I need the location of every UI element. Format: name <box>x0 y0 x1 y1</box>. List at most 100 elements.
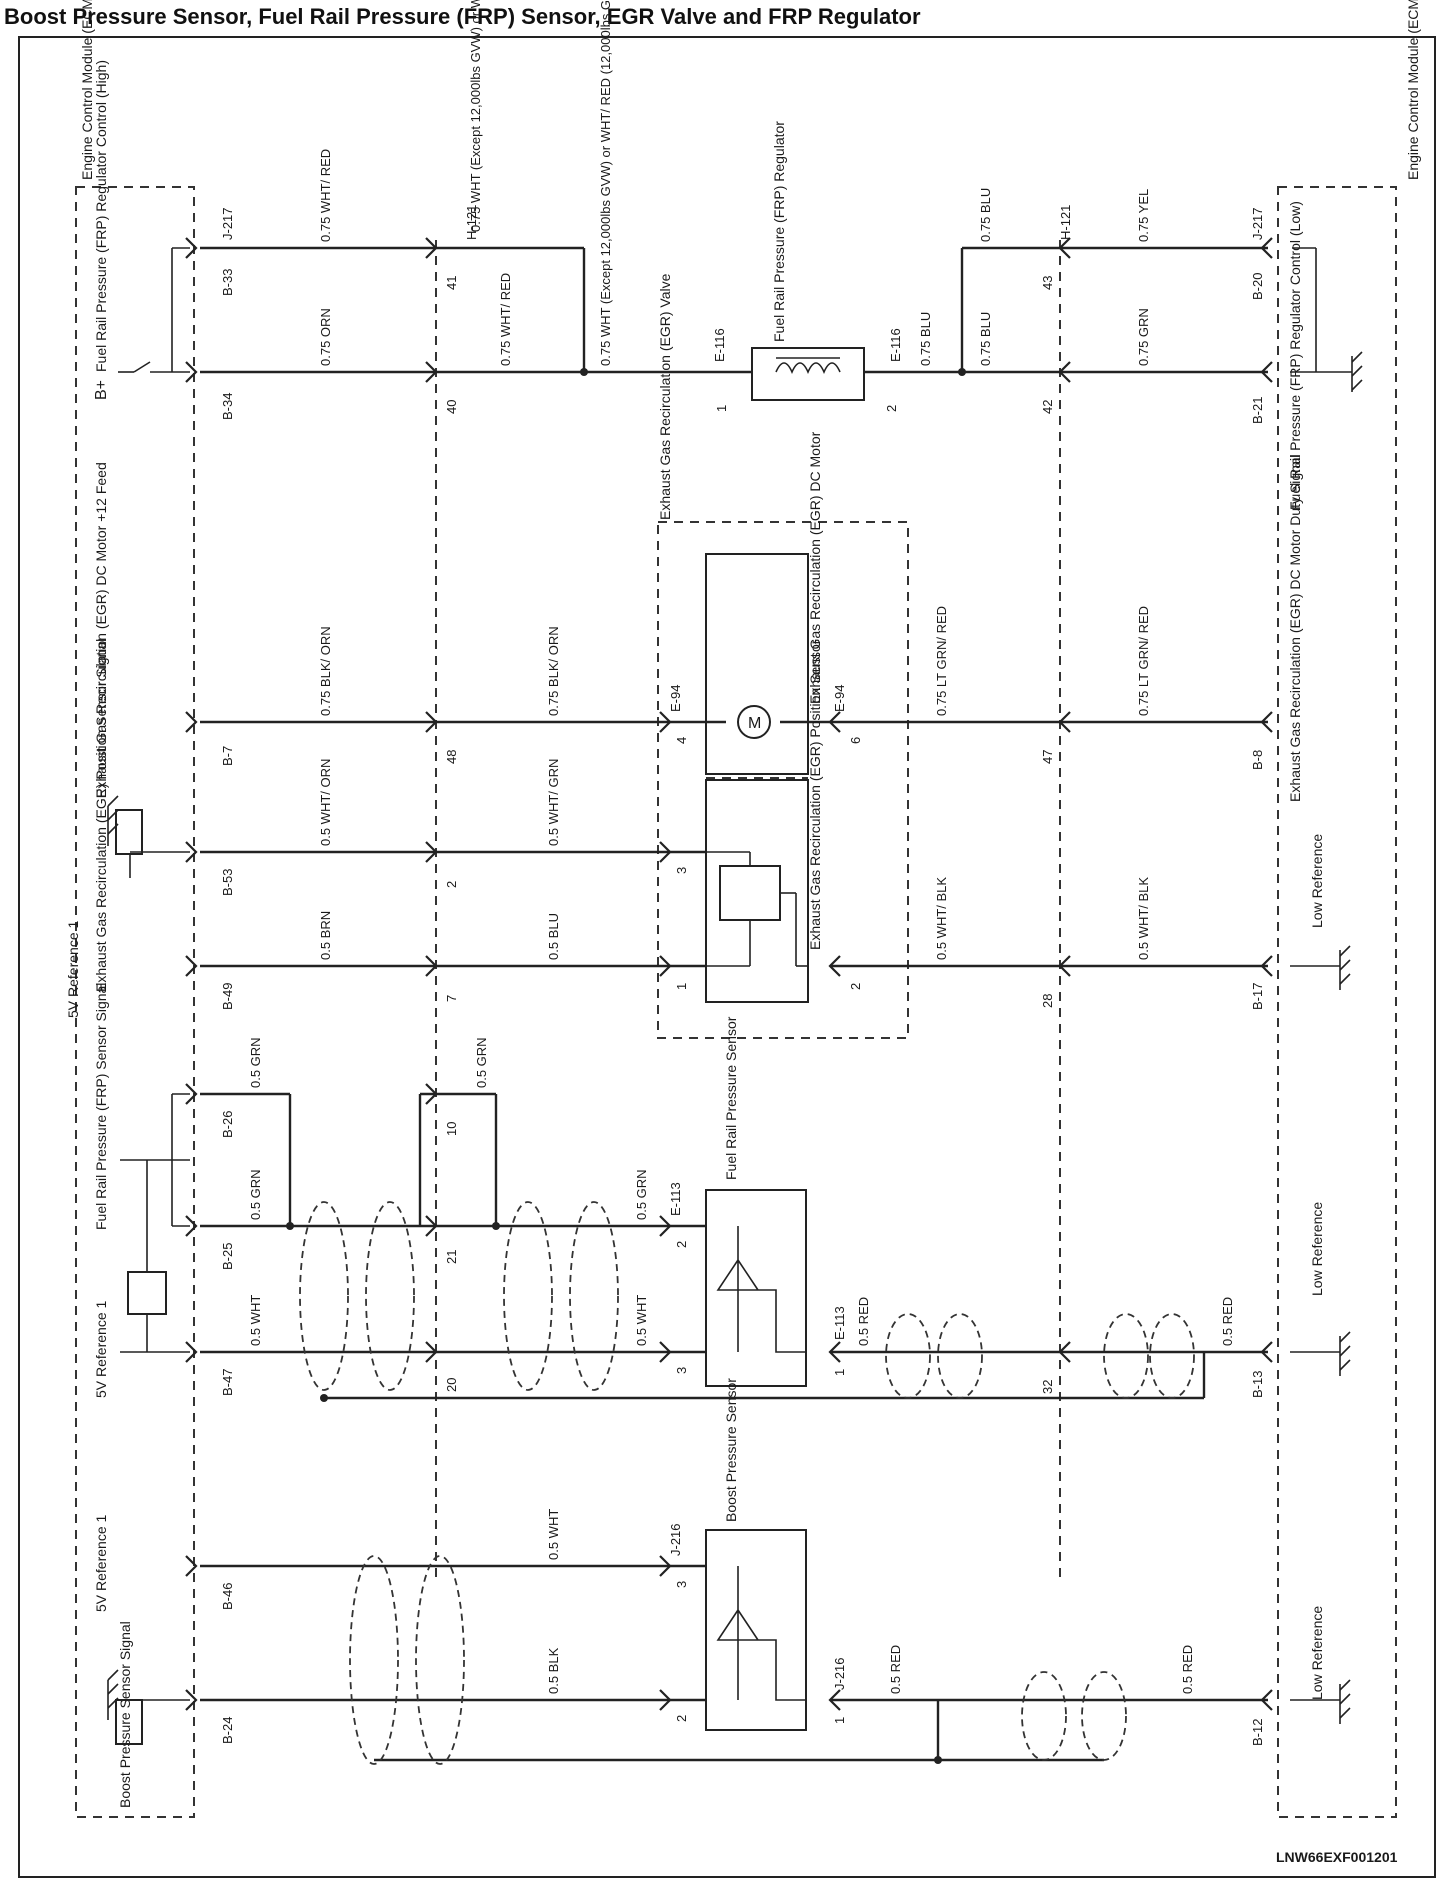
frp-regulator: Fuel Rail Pressure (FRP) Regulator <box>751 121 865 401</box>
wire-row-frp-signal <box>200 1092 706 1228</box>
connector-label: H-121 <box>1058 205 1073 240</box>
wire-row-frp-feed <box>200 246 1268 374</box>
ground-icon <box>107 1669 190 1745</box>
egr-position-signal-label: Exhaust Gas Recirculation (EGR) Position… <box>93 639 109 992</box>
pin-label: 2 <box>444 881 459 888</box>
shield-icon <box>937 1313 983 1399</box>
boost-sensor: Boost Pressure Sensor <box>705 1378 807 1731</box>
pin-label: 2 <box>848 983 863 990</box>
egr-motor-feed-label: Exhaust Gas Recirculation (EGR) DC Motor… <box>93 462 109 798</box>
pin-label: 10 <box>444 1122 459 1136</box>
ecm-right-outline <box>1277 186 1397 1818</box>
pin-label: 3 <box>674 1581 689 1588</box>
shield-icon <box>569 1201 619 1391</box>
pin-label: B-8 <box>1250 750 1265 770</box>
wire-label: 0.5 RED <box>1220 1297 1235 1346</box>
wire-label: 0.75 BLU <box>918 312 933 366</box>
wire-row-frp-low <box>324 1350 1268 1400</box>
pin-label: 6 <box>848 737 863 744</box>
wire-label: 0.5 WHT/ BLK <box>1136 877 1151 960</box>
wire-row-boost-low <box>374 1698 1268 1762</box>
low-reference-3-label: Low Reference <box>1309 1606 1325 1700</box>
pin-label: B-26 <box>220 1111 235 1138</box>
shield-icon <box>365 1201 415 1391</box>
wire-label: 0.5 WHT/ GRN <box>546 759 561 846</box>
ground-icon <box>1290 247 1363 392</box>
splice-dot-icon <box>958 368 966 376</box>
pin-label: B-49 <box>220 983 235 1010</box>
ground-icon <box>1290 945 1351 990</box>
pin-label: B-21 <box>1250 397 1265 424</box>
pin-label: B-46 <box>220 1583 235 1610</box>
diagram-frame <box>18 36 1436 1878</box>
pin-label: B-47 <box>220 1369 235 1396</box>
wire-label: 0.75 YEL <box>1136 189 1151 242</box>
motor-symbol: M <box>748 715 761 732</box>
b-plus-switch-icon <box>118 247 190 373</box>
egr-motor-label: Exhaust Gas Recirculation (EGR) DC Motor <box>807 431 823 704</box>
figure-id: LNW66EXF001201 <box>1276 1849 1398 1865</box>
pin-label: B-34 <box>220 393 235 420</box>
wire-label: 0.75 BLK/ ORN <box>546 626 561 716</box>
wire-row-frp-high <box>200 246 586 372</box>
pin-label: 1 <box>832 1369 847 1376</box>
wire-label: 0.75 LT GRN/ RED <box>1136 606 1151 716</box>
pin-label: B-12 <box>1250 1719 1265 1746</box>
splice-dot-icon <box>286 1222 294 1230</box>
wire-label: 0.75 BLU <box>978 188 993 242</box>
low-reference-2-label: Low Reference <box>1309 1202 1325 1296</box>
pin-label: 21 <box>444 1250 459 1264</box>
wire-label: 0.75 WHT/ RED <box>498 273 513 366</box>
coil-icon <box>775 362 841 374</box>
wire-label: 0.75 BLU <box>978 312 993 366</box>
transducer-icon <box>716 1566 806 1701</box>
pin-label: 48 <box>444 750 459 764</box>
ecm-left-label: Engine Control Module (ECM) <box>79 0 95 180</box>
wire-label: 0.5 GRN <box>248 1169 263 1220</box>
wire-label: 0.5 WHT <box>248 1295 263 1346</box>
connector-label: E-113 <box>668 1182 683 1216</box>
pin-label: B-25 <box>220 1243 235 1270</box>
wire-labels: 0.75 WHT/ RED 0.75 WHT (Except 12,000lbs… <box>248 0 1235 1694</box>
frp-regulator-low-label: Fuel Rail Pressure (FRP) Regulator Contr… <box>1287 201 1303 510</box>
egr-position-sensor: Exhaust Gas Recirculation (EGR) Position… <box>705 639 823 1003</box>
pin-label: 2 <box>674 1715 689 1722</box>
connector-label: J-217 <box>220 207 235 240</box>
splice-dot-icon <box>580 368 588 376</box>
motor-icon <box>737 705 771 739</box>
diagram-title: Boost Pressure Sensor, Fuel Rail Pressur… <box>4 4 921 29</box>
wire-label: 0.5 BRN <box>318 911 333 960</box>
wire-label: 0.5 WHT <box>546 1509 561 1560</box>
connector-label: E-113 <box>832 1306 847 1340</box>
wire-label: 0.5 RED <box>856 1297 871 1346</box>
wire-label: 0.75 WHT (Except 12,000lbs GVW) or WHT/ … <box>598 0 613 366</box>
shield-icon <box>1081 1671 1127 1761</box>
splice-dot-icon <box>492 1222 500 1230</box>
wire-label: 0.5 WHT <box>634 1295 649 1346</box>
connector-label: J-216 <box>668 1523 683 1556</box>
low-reference-1-label: Low Reference <box>1309 834 1325 928</box>
pin-label: 3 <box>674 1367 689 1374</box>
shield-icon <box>1149 1313 1195 1399</box>
pin-label: 40 <box>444 400 459 414</box>
potentiometer-icon <box>719 865 781 921</box>
boost-sensor-label: Boost Pressure Sensor <box>723 1378 739 1522</box>
wire-label: 0.5 GRN <box>248 1037 263 1088</box>
pin-label: 47 <box>1040 750 1055 764</box>
frp-sensor-label: Fuel Rail Pressure Sensor <box>723 1016 739 1180</box>
wire-label: 0.75 WHT/ RED <box>318 149 333 242</box>
frp-sensor-signal-label: Fuel Rail Pressure (FRP) Sensor Signal <box>93 983 109 1230</box>
ground-icon <box>1290 1679 1351 1724</box>
pin-label: B-33 <box>220 269 235 296</box>
frp-regulator-high-label: Fuel Rail Pressure (FRP) Regulator Contr… <box>93 60 109 372</box>
pin-label: 1 <box>674 983 689 990</box>
wire-label: 0.75 GRN <box>1136 308 1151 366</box>
connector-label: J-216 <box>832 1657 847 1690</box>
pin-label: B-53 <box>220 869 235 896</box>
frp-sensor: Fuel Rail Pressure Sensor <box>705 1016 807 1387</box>
boost-sensor-signal-label: Boost Pressure Sensor Signal <box>117 1621 133 1808</box>
pin-label: 1 <box>832 1717 847 1724</box>
wire-label: 0.5 BLK <box>546 1647 561 1694</box>
connector-label: E-116 <box>712 328 727 362</box>
